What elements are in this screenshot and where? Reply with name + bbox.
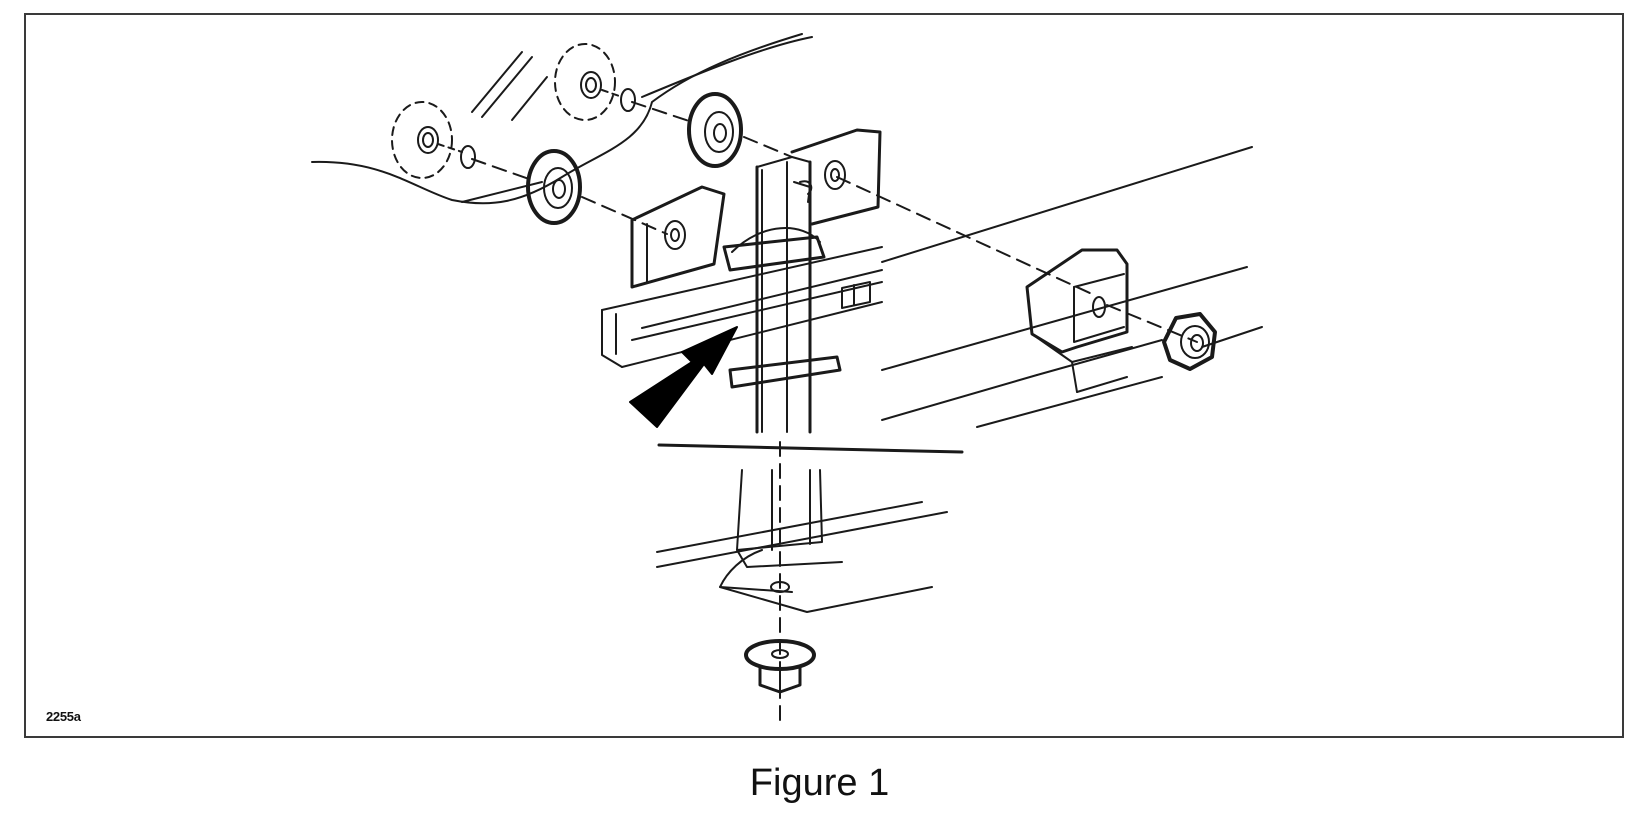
exploded-view-illustration	[311, 33, 1263, 723]
frame-nut	[1162, 312, 1217, 371]
bottom-nut	[744, 639, 816, 694]
right-bolt-assembly	[554, 43, 636, 121]
figure-frame: 2255a	[24, 13, 1624, 738]
washer-right	[687, 92, 743, 168]
vertical-post	[722, 156, 871, 434]
direction-arrow	[629, 326, 738, 428]
left-bolt-assembly	[391, 101, 476, 179]
washer-left	[526, 149, 582, 225]
frame-rail	[881, 146, 1263, 428]
figure-caption: Figure 1	[749, 762, 890, 804]
lower-post-section	[656, 469, 948, 613]
break-line	[657, 443, 964, 454]
left-mounting-bracket	[601, 185, 883, 368]
figure-id-label: 2255a	[46, 709, 81, 724]
body-panel-outline	[311, 33, 813, 205]
